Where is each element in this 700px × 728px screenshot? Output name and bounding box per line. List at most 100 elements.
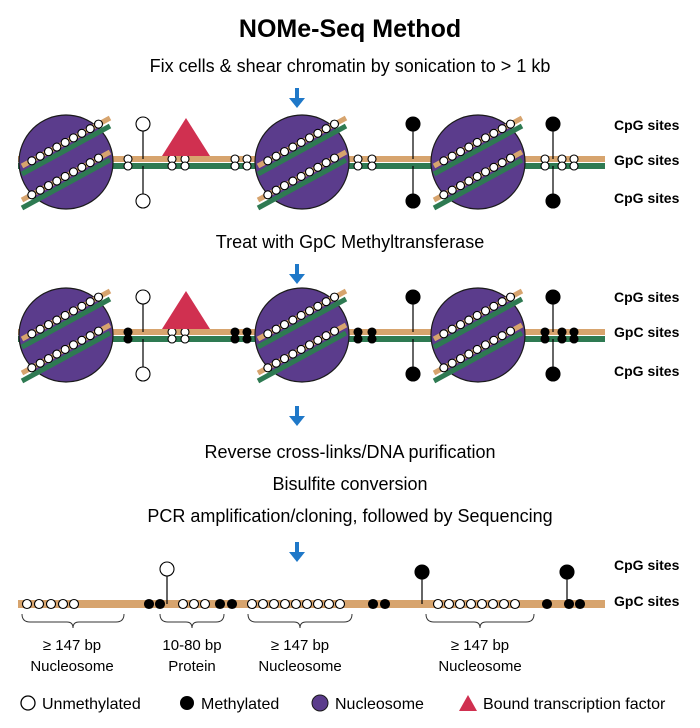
region-size: 10-80 bp <box>162 637 221 654</box>
wrapped-dna <box>432 157 524 211</box>
region-type: Nucleosome <box>258 658 341 675</box>
unmethylated-site <box>93 292 104 302</box>
unmethylated-site <box>489 162 499 172</box>
unmethylated-site <box>480 133 491 143</box>
region-type: Nucleosome <box>30 658 113 675</box>
methylated-site <box>379 598 391 610</box>
unmethylated-site <box>123 161 133 171</box>
unmethylated-site <box>465 598 477 610</box>
unmethylated-site <box>505 326 516 336</box>
methylated-site <box>405 366 421 382</box>
unmethylated-site <box>77 335 87 345</box>
unmethylated-site <box>288 142 298 152</box>
methylated-site <box>557 334 567 344</box>
methylated-site <box>545 193 561 209</box>
unmethylated-site <box>246 598 258 610</box>
unmethylated-site <box>489 335 499 345</box>
step-arrows <box>289 88 305 562</box>
unmethylated-site <box>279 147 290 157</box>
wrapped-dna <box>432 330 524 384</box>
unmethylated-site <box>472 310 482 321</box>
unmethylated-site <box>439 329 449 339</box>
unmethylated-site <box>77 128 87 138</box>
down-arrow-icon <box>289 98 305 108</box>
unmethylated-site <box>85 124 95 134</box>
unmethylated-site <box>454 598 466 610</box>
cpg-sites-label: CpG sites <box>614 190 680 206</box>
methylated-site <box>545 116 561 132</box>
unmethylated-site <box>135 289 151 305</box>
methylated-site <box>545 366 561 382</box>
unmethylated-site <box>242 161 252 171</box>
unmethylated-site <box>367 161 377 171</box>
unmethylated-site <box>43 181 54 191</box>
unmethylated-site <box>93 326 104 336</box>
unmethylated-site <box>296 310 306 321</box>
unmethylated-site <box>279 598 291 610</box>
region-size: ≥ 147 bp <box>451 637 509 654</box>
unmethylated-site <box>290 598 302 610</box>
sequencing-readout-panel <box>18 561 605 610</box>
down-arrow-icon <box>289 552 305 562</box>
unmethylated-site <box>27 329 37 339</box>
methylated-site <box>540 334 550 344</box>
unmethylated-site <box>35 324 45 334</box>
unmethylated-site <box>68 133 79 143</box>
unmethylated-site <box>480 306 491 316</box>
unmethylated-site <box>271 358 281 368</box>
unmethylated-site <box>60 310 70 321</box>
bound-transcription-factor <box>162 118 210 156</box>
unmethylated-site <box>27 363 37 373</box>
unmethylated-site <box>447 358 457 368</box>
gpc-sites-label: GpC sites <box>614 593 680 609</box>
wrapped-dna <box>20 157 112 211</box>
unmethylated-site <box>68 340 79 350</box>
step-treat: Treat with GpC Methyltransferase <box>216 232 484 252</box>
chromatin-panel-initial <box>18 114 605 211</box>
unmethylated-site <box>540 161 550 171</box>
methylated-site <box>143 598 155 610</box>
unmethylated-site <box>329 153 340 163</box>
methylated-site <box>230 334 240 344</box>
unmethylated-site <box>188 598 200 610</box>
unmethylated-site <box>135 366 151 382</box>
unmethylated-site <box>296 344 306 355</box>
unmethylated-site <box>60 344 70 355</box>
unmethylated-site <box>35 185 45 195</box>
legend-tf-label: Bound transcription factor <box>483 696 666 713</box>
cpg-sites-label: CpG sites <box>614 363 680 379</box>
methylated-site <box>405 289 421 305</box>
unmethylated-site <box>489 301 499 311</box>
unmethylated-site <box>439 363 449 373</box>
unmethylated-site <box>464 176 474 186</box>
methylated-site <box>226 598 238 610</box>
methylated-site <box>541 598 553 610</box>
methylated-site <box>414 564 430 580</box>
unmethylated-site <box>180 161 190 171</box>
wrapped-dna <box>256 296 348 350</box>
unmethylated-site <box>52 142 62 152</box>
unmethylated-site <box>505 292 516 302</box>
unmethylated-site <box>329 326 340 336</box>
unmethylated-site <box>464 315 474 325</box>
diagram-title: NOMe-Seq Method <box>239 15 461 43</box>
unmethylated-site <box>464 142 474 152</box>
methylated-site <box>214 598 226 610</box>
unmethylated-site <box>271 185 281 195</box>
unmethylated-site <box>77 162 87 172</box>
unmethylated-site <box>68 306 79 316</box>
unmethylated-site <box>85 297 95 307</box>
unmethylated-site <box>135 193 151 209</box>
unmethylated-site <box>464 349 474 359</box>
unmethylated-site <box>288 349 298 359</box>
chromatin-panel-treated <box>18 287 605 384</box>
step-fix: Fix cells & shear chromatin by sonicatio… <box>150 56 551 76</box>
unmethylated-site <box>93 119 104 129</box>
unmethylated-site <box>177 598 189 610</box>
region-brace <box>21 613 125 629</box>
unmethylated-site <box>230 161 240 171</box>
unmethylated-site <box>497 124 507 134</box>
unmethylated-site <box>268 598 280 610</box>
site-labels-panel-1: CpG sites GpC sites CpG sites <box>614 117 680 206</box>
unmethylated-site <box>313 128 323 138</box>
